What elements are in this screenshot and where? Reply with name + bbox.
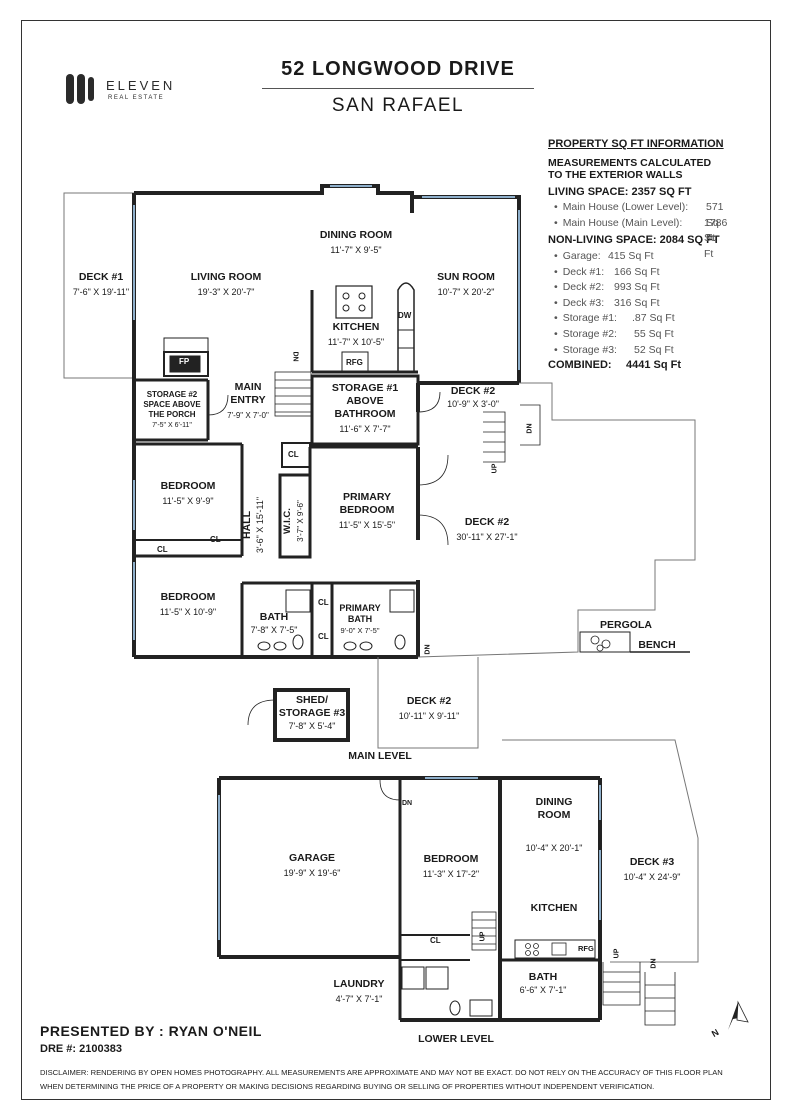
brand-name: ELEVEN	[106, 78, 176, 93]
stairs-down-label: DN	[526, 423, 534, 434]
room-wic: W.I.C.3'-7" X 9'-6"	[282, 500, 305, 542]
stairs-up-label: UP	[491, 463, 499, 474]
stairs-down-label: DN	[650, 958, 658, 969]
disclaimer-line-2: WHEN DETERMINING THE PRICE OF A PROPERTY…	[40, 1082, 655, 1091]
presented-by: PRESENTED BY : RYAN O'NEIL	[40, 1023, 262, 1039]
room-lower-kitchen: KITCHEN	[530, 902, 578, 914]
closet-label: CL	[318, 632, 329, 641]
lower-level-label: LOWER LEVEL	[418, 1033, 494, 1045]
nonliving-space-heading: NON-LIVING SPACE: 2084 SQ FT	[548, 234, 720, 247]
lower-level-plan	[217, 739, 699, 1026]
page-border	[21, 20, 771, 1100]
room-bench: BENCH	[638, 639, 676, 651]
closet-label: CL	[430, 936, 441, 945]
nonliving-item: •Deck #1:166 Sq Ft	[554, 265, 660, 278]
nonliving-item: •Garage:415 Sq Ft	[554, 249, 654, 262]
property-address: 52 LONGWOOD DRIVE	[281, 58, 515, 80]
title-divider	[262, 88, 534, 89]
closet-label: CL	[288, 450, 299, 459]
info-note-2: TO THE EXTERIOR WALLS	[548, 168, 683, 181]
closet-label: CL	[210, 535, 221, 544]
dre-number: DRE #: 2100383	[40, 1043, 122, 1055]
living-item: •Main House (Main Level):1786 Sq Ft	[554, 216, 728, 260]
disclaimer-line-1: DISCLAIMER: RENDERING BY OPEN HOMES PHOT…	[40, 1068, 723, 1077]
room-pergola: PERGOLA	[600, 619, 652, 631]
living-item: •Main House (Lower Level):571 Sq Ft	[554, 201, 724, 245]
stairs-up-label: UP	[479, 931, 487, 942]
stairs-down-label: DN	[424, 644, 432, 655]
fridge-label: RFG	[346, 358, 363, 367]
nonliving-item: •Storage #3:52 Sq Ft	[554, 343, 674, 356]
nonliving-item: •Storage #2:55 Sq Ft	[554, 327, 674, 340]
fridge-label: RFG	[578, 944, 594, 953]
north-arrow-icon	[728, 1000, 749, 1030]
info-heading: PROPERTY SQ FT INFORMATION	[548, 138, 724, 150]
nonliving-item: •Deck #3:316 Sq Ft	[554, 296, 660, 309]
stairs-up-label: UP	[613, 948, 621, 959]
brand-subtitle: REAL ESTATE	[108, 95, 165, 101]
closet-label: CL	[318, 598, 329, 607]
closet-label: CL	[157, 545, 168, 554]
nonliving-item: •Storage #1:.87 Sq Ft	[554, 312, 675, 325]
stairs-down-label: DN	[291, 351, 299, 362]
combined-row: COMBINED:4441 Sq Ft	[548, 359, 682, 372]
main-level-plan	[63, 184, 696, 749]
fireplace-label: FP	[179, 357, 190, 366]
nonliving-item: •Deck #2:993 Sq Ft	[554, 281, 660, 294]
property-city: SAN RAFAEL	[331, 95, 465, 116]
sqft-info-panel: PROPERTY SQ FT INFORMATION MEASUREMENTS …	[548, 137, 728, 374]
living-space-heading: LIVING SPACE: 2357 SQ FT	[548, 185, 692, 198]
main-level-label: MAIN LEVEL	[348, 750, 412, 762]
info-note-1: MEASUREMENTS CALCULATED	[548, 156, 712, 169]
brand-logo-icon	[66, 74, 94, 104]
dishwasher-label: DW	[398, 311, 412, 320]
disclaimer: DISCLAIMER: RENDERING BY OPEN HOMES PHOT…	[40, 1066, 760, 1094]
stairs-down-label: DN	[402, 800, 413, 807]
